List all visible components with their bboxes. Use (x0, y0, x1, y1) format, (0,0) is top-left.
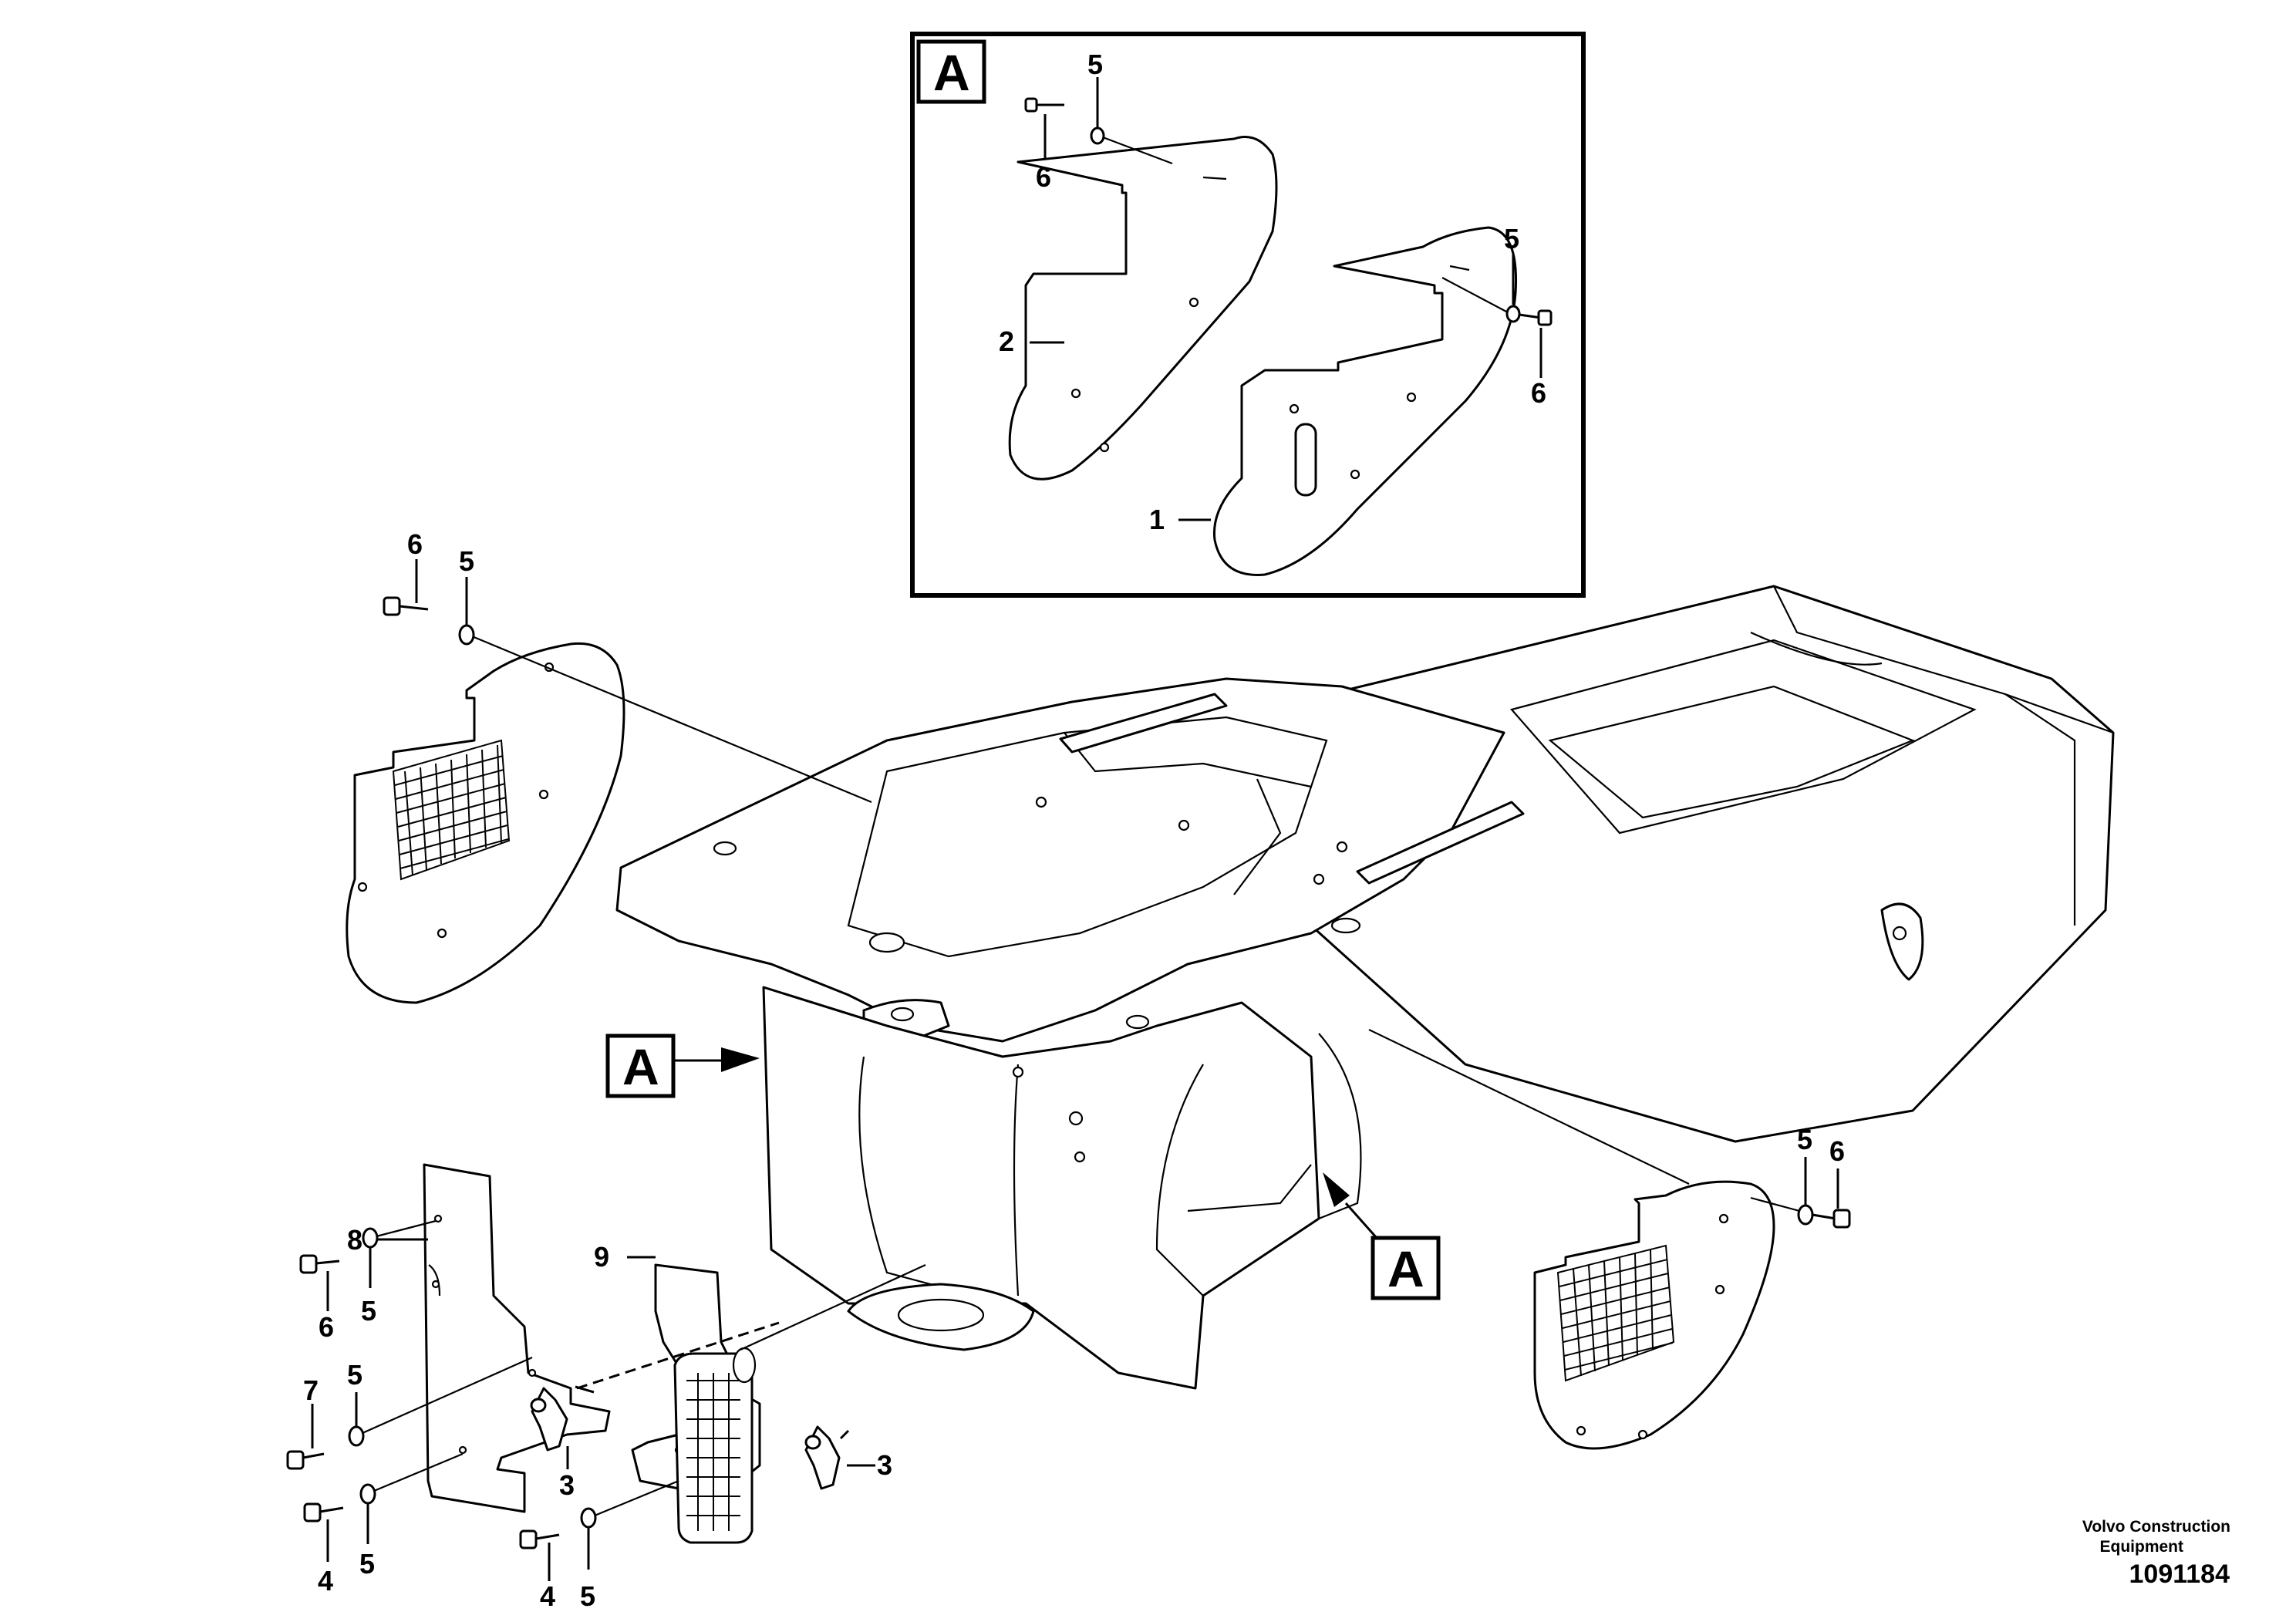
callout-1: 1 (1149, 504, 1165, 535)
callout-5: 5 (1797, 1124, 1812, 1155)
publisher-name: Volvo Construction (2082, 1518, 2230, 1536)
grille-step-block (673, 1347, 757, 1544)
callout-5: 5 (361, 1295, 376, 1327)
callout-3: 3 (559, 1469, 575, 1501)
bolt-icon (1832, 1209, 1851, 1229)
detail-a-marker-left: A (605, 1034, 760, 1098)
side-panel-1 (1212, 226, 1518, 576)
washer-icon (348, 1425, 365, 1447)
callout-8: 8 (347, 1224, 362, 1256)
callout-2: 2 (999, 325, 1014, 357)
publisher-name-line2: Equipment (2099, 1538, 2184, 1556)
bolt-icon (303, 1502, 322, 1523)
callout-5: 5 (580, 1580, 595, 1612)
callout-4: 4 (318, 1565, 333, 1597)
illustration-number: 1091184 (2129, 1560, 2230, 1589)
bolt-icon (383, 596, 401, 616)
washer-icon (362, 1227, 379, 1249)
clip-icon (804, 1425, 841, 1490)
callout-4: 4 (540, 1580, 555, 1612)
washer-icon (1090, 126, 1105, 145)
front-cover-8: 8 (347, 1163, 611, 1513)
detail-a-marker-right: A (1323, 1172, 1441, 1300)
callout-5: 5 (1504, 223, 1519, 255)
washer-icon (458, 624, 475, 646)
callout-3: 3 (877, 1449, 892, 1481)
cover-hardware: 6 5 7 5 4 5 4 5 (286, 1219, 679, 1612)
detail-a-inset: A 5 6 5 (910, 32, 1586, 598)
left-side-panel: 6 5 (346, 528, 872, 1004)
main-frame (615, 585, 2115, 1390)
callout-5: 5 (1087, 49, 1103, 80)
bolt-icon (299, 1254, 318, 1274)
callout-6: 6 (319, 1311, 334, 1343)
svg-text:A: A (622, 1038, 659, 1095)
washer-icon (1505, 305, 1521, 323)
grille-pattern (1556, 1244, 1675, 1382)
bolt-icon (519, 1529, 538, 1549)
bolt-icon (1024, 97, 1064, 113)
svg-text:A: A (1387, 1240, 1424, 1297)
callout-6: 6 (1829, 1135, 1845, 1167)
callout-9: 9 (594, 1241, 609, 1273)
callout-7: 7 (303, 1374, 319, 1406)
callout-5: 5 (347, 1359, 362, 1391)
callout-6: 6 (1036, 161, 1051, 193)
callout-5: 5 (359, 1548, 375, 1580)
washer-icon (1797, 1204, 1814, 1226)
bolt-icon (286, 1450, 305, 1470)
clip-icon (530, 1387, 568, 1452)
washer-icon (580, 1507, 597, 1529)
callout-5: 5 (459, 545, 474, 577)
detail-a-title: A (933, 44, 970, 101)
washer-icon (359, 1483, 376, 1505)
grille-pattern (392, 739, 511, 881)
callout-6: 6 (1531, 377, 1546, 409)
right-side-panel: 5 6 (1368, 1029, 1851, 1450)
bolt-icon (1519, 309, 1553, 326)
callout-6: 6 (407, 528, 423, 560)
